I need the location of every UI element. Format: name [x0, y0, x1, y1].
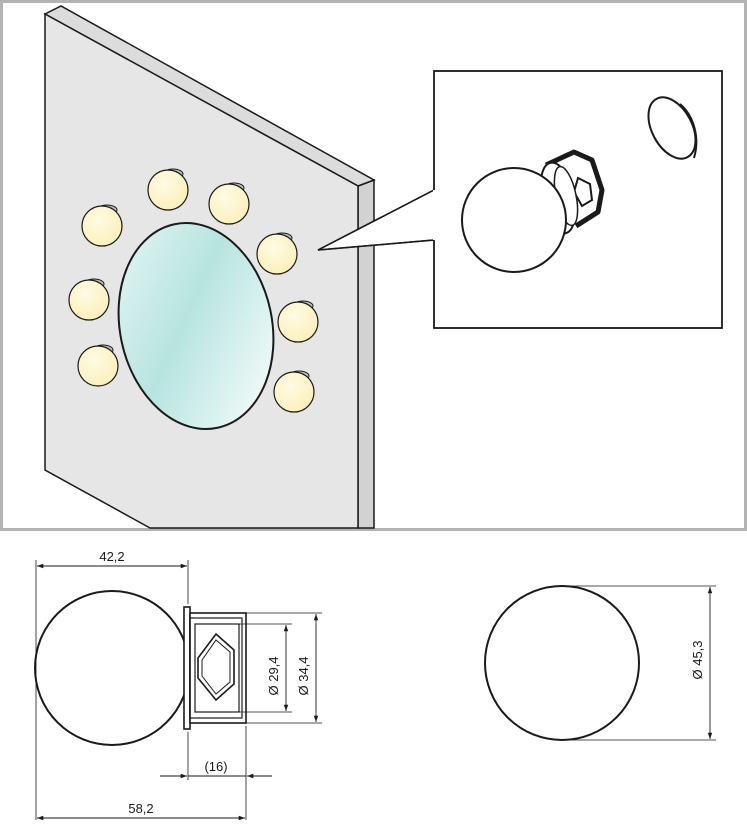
socket-flange: [183, 606, 191, 730]
mounting-hole-icon: [647, 96, 698, 160]
label-socket-depth: (16): [204, 759, 227, 774]
label-outer-diameter: Ø 34,4: [296, 656, 311, 695]
bulb: [256, 233, 298, 275]
bulb: [273, 371, 315, 413]
bulb: [77, 345, 119, 387]
label-overall-length: 58,2: [128, 801, 153, 816]
side-view: 42,2 58,2 (16) Ø 29,4 Ø 34,4: [34, 549, 322, 821]
hex-driver-icon: [197, 632, 235, 702]
bulb-ring: [68, 168, 319, 413]
ball-front-outline: [484, 585, 640, 741]
bulb: [68, 279, 110, 321]
label-inner-diameter: Ø 29,4: [266, 656, 281, 695]
ball-side-outline: [34, 590, 190, 746]
bulb: [81, 205, 123, 247]
label-ball-diameter: Ø 45,3: [690, 640, 705, 679]
bulb: [147, 169, 189, 211]
bulb: [208, 183, 250, 225]
front-view: Ø 45,3: [484, 585, 716, 741]
bulb: [277, 301, 319, 343]
mirror-oval: [117, 222, 275, 430]
light-bulb-icon: [461, 149, 605, 273]
label-ball-width: 42,2: [99, 549, 124, 564]
